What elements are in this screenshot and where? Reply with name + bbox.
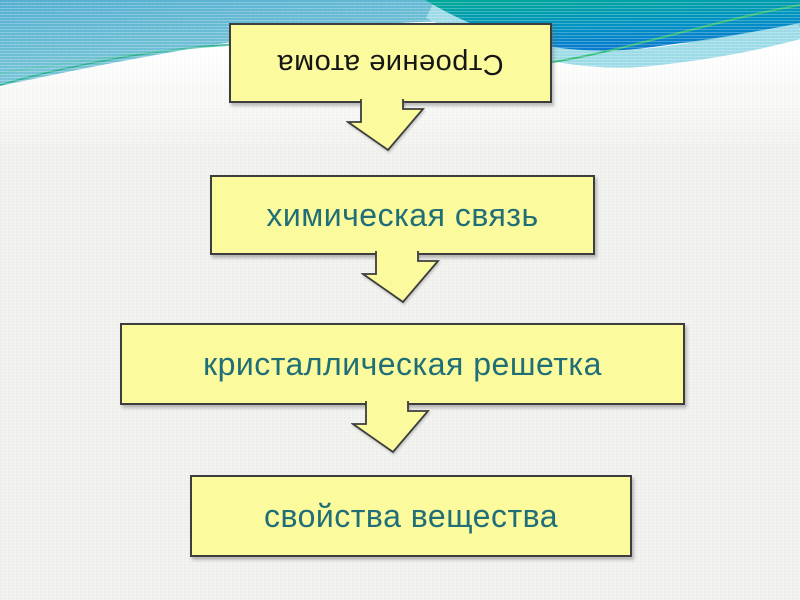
accent-curve-left-2 xyxy=(0,44,236,74)
flow-box-substance-properties: свойства вещества xyxy=(190,475,632,557)
down-arrow-icon xyxy=(346,99,425,152)
down-arrow-icon xyxy=(351,401,430,454)
flow-box-crystal-lattice: кристаллическая решетка xyxy=(120,323,685,405)
accent-curve-right xyxy=(539,4,800,65)
flow-box-chemical-bond: химическая связь xyxy=(210,175,595,255)
accent-curve-left-1 xyxy=(0,43,236,86)
flow-box-label: свойства вещества xyxy=(263,497,559,534)
down-arrow-icon xyxy=(361,251,440,304)
flow-box-label: кристаллическая решетка xyxy=(203,345,602,382)
flow-box-atom-structure: Строение атома xyxy=(229,23,552,103)
flow-box-label: химическая связь xyxy=(266,196,539,233)
flow-box-label: Строение атома xyxy=(277,47,504,80)
